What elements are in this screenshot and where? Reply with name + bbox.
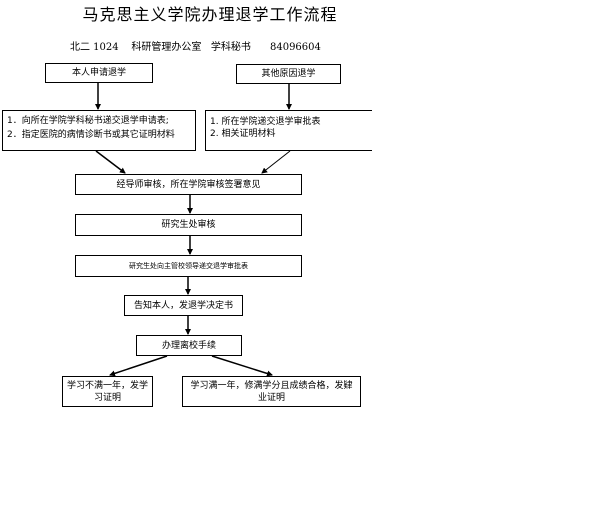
arrow-other-req-to-advisor xyxy=(261,150,291,174)
other-requirement-item: 2. 相关证明材料 xyxy=(210,129,276,139)
box-outcome-under-one-year: 学习不满一年，发学习证明 xyxy=(62,376,153,407)
self-requirement-item: 1．向所在学院学科秘书递交退学申请表; xyxy=(7,116,169,126)
box-start-other-label: 其他原因退学 xyxy=(261,69,316,79)
other-requirement-item: 1. 所在学院递交退学审批表 xyxy=(210,117,321,127)
arrow-leave-to-over-one-year xyxy=(211,355,273,377)
box-advisor-review-label: 经导师审核，所在学院审核签署意见 xyxy=(116,179,261,190)
box-leave-procedures-label: 办理离校手续 xyxy=(161,340,216,351)
box-self-requirements: 1．向所在学院学科秘书递交退学申请表; 2．指定医院的病情诊断书或其它证明材料 xyxy=(2,110,196,151)
box-advisor-review: 经导师审核，所在学院审核签署意见 xyxy=(75,174,302,195)
box-graduate-office-review: 研究生处审核 xyxy=(75,214,302,236)
box-start-self: 本人申请退学 xyxy=(45,63,153,83)
box-submit-to-leader-label: 研究生处向主管校领导递交退学审批表 xyxy=(129,262,248,270)
box-submit-to-leader: 研究生处向主管校领导递交退学审批表 xyxy=(75,255,302,277)
page-title: 马克思主义学院办理退学工作流程 xyxy=(82,5,338,24)
box-start-self-label: 本人申请退学 xyxy=(71,68,126,78)
box-notify-label: 告知本人，发退学决定书 xyxy=(133,300,233,311)
box-leave-procedures: 办理离校手续 xyxy=(136,335,242,356)
box-notify: 告知本人，发退学决定书 xyxy=(124,295,243,316)
self-requirement-item: 2．指定医院的病情诊断书或其它证明材料 xyxy=(7,130,175,140)
arrow-leave-to-under-one-year xyxy=(109,355,168,377)
contact-line: 北二 1024 科研管理办公室 学科秘书 84096604 xyxy=(70,38,321,53)
box-graduate-office-review-label: 研究生处审核 xyxy=(161,220,216,230)
box-outcome-over-one-year: 学习满一年，修满学分且成绩合格，发肄业证明 xyxy=(182,376,361,407)
contact-role: 学科秘书 xyxy=(210,42,251,53)
box-start-other: 其他原因退学 xyxy=(236,64,341,84)
contact-office: 科研管理办公室 xyxy=(131,42,202,53)
arrow-self-req-to-advisor xyxy=(95,150,126,174)
contact-location: 北二 1024 xyxy=(70,42,119,53)
contact-phone: 84096604 xyxy=(269,42,321,53)
box-outcome-over-one-year-label: 学习满一年，修满学分且成绩合格，发肄业证明 xyxy=(190,380,353,403)
box-other-requirements: 1. 所在学院递交退学审批表 2. 相关证明材料 xyxy=(205,110,372,151)
box-outcome-under-one-year-label: 学习不满一年，发学习证明 xyxy=(67,380,149,403)
